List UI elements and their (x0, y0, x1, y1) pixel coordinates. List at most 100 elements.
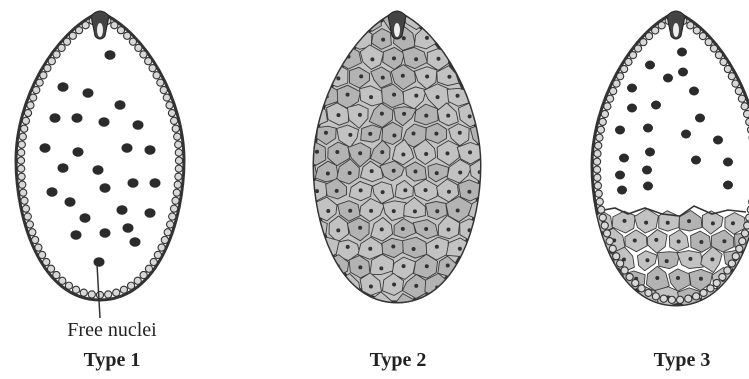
endosperm-cell (317, 10, 338, 30)
cell-nucleus (392, 93, 396, 97)
peripheral-cell (129, 38, 136, 45)
cell-nucleus (336, 38, 340, 42)
type3-label: Type 3 (654, 349, 711, 371)
free-nucleus (643, 124, 653, 133)
cell-nucleus (381, 190, 385, 194)
cell-nucleus (610, 276, 614, 280)
cell-nucleus (577, 296, 581, 300)
peripheral-cell (127, 282, 134, 289)
endosperm-cell (569, 289, 590, 307)
cell-nucleus (447, 75, 451, 79)
cell-nucleus (468, 304, 472, 308)
cell-nucleus (401, 227, 405, 231)
peripheral-cell (601, 222, 608, 229)
peripheral-cell (65, 282, 72, 289)
peripheral-cell (32, 236, 39, 243)
endosperm-cell (437, 294, 461, 316)
cell-nucleus (359, 188, 363, 192)
free-nucleus (99, 117, 110, 127)
endosperm-cell (459, 66, 480, 85)
cell-nucleus (699, 240, 703, 244)
peripheral-cell (175, 149, 182, 156)
free-nucleus (150, 178, 161, 188)
peripheral-cell (687, 22, 694, 29)
cell-nucleus (425, 36, 429, 40)
cell-nucleus (425, 75, 429, 79)
cell-nucleus (478, 285, 482, 289)
peripheral-cell (173, 189, 180, 196)
cell-nucleus (348, 171, 352, 175)
endosperm-cell (304, 218, 327, 241)
peripheral-cell (596, 198, 603, 205)
cell-nucleus (326, 171, 330, 175)
peripheral-cell (593, 158, 600, 165)
cell-nucleus (315, 266, 319, 270)
peripheral-cell (621, 267, 628, 274)
peripheral-cell (170, 205, 177, 212)
peripheral-cell (135, 44, 142, 51)
peripheral-cell (164, 229, 171, 236)
peripheral-cell (715, 52, 722, 59)
cell-nucleus (304, 207, 308, 211)
cell-nucleus (424, 302, 428, 306)
cell-nucleus (600, 257, 604, 261)
cell-nucleus (722, 239, 726, 243)
cell-nucleus (435, 209, 439, 213)
peripheral-cell (113, 289, 120, 296)
cell-nucleus (324, 131, 328, 135)
peripheral-cell (24, 109, 31, 116)
cell-nucleus (424, 227, 428, 231)
free-nucleus (678, 68, 688, 77)
peripheral-cell (719, 273, 726, 280)
cell-nucleus (380, 112, 384, 116)
peripheral-cell (26, 221, 33, 228)
cell-nucleus (436, 95, 440, 99)
peripheral-cell (88, 291, 95, 298)
cell-nucleus (392, 56, 396, 60)
peripheral-cell (43, 258, 50, 265)
free-nucleus (105, 50, 116, 60)
endosperm-cell (613, 287, 636, 308)
cell-nucleus (302, 171, 306, 175)
cell-nucleus (303, 245, 307, 249)
peripheral-cell (728, 73, 735, 80)
cell-nucleus (688, 257, 692, 261)
cell-nucleus (380, 227, 384, 231)
peripheral-cell (724, 267, 731, 274)
endosperm-cell (337, 8, 360, 29)
cell-nucleus (401, 152, 405, 156)
cell-nucleus (370, 17, 374, 21)
cell-nucleus (676, 276, 680, 280)
cell-nucleus (456, 209, 460, 213)
peripheral-cell (44, 65, 51, 72)
cell-nucleus (413, 169, 417, 173)
cell-nucleus (434, 132, 438, 136)
free-nucleus (645, 148, 655, 157)
cell-nucleus (335, 189, 339, 193)
free-nucleus (93, 165, 104, 175)
cell-nucleus (336, 113, 340, 117)
free-nucleus (689, 87, 699, 96)
cell-nucleus (401, 74, 405, 78)
endosperm-cell (459, 292, 481, 316)
peripheral-cell (175, 141, 182, 148)
endosperm-cell (568, 249, 592, 272)
type2-endosperm (292, 8, 493, 318)
endosperm-cell (471, 277, 492, 298)
free-nucleus (130, 237, 141, 247)
peripheral-cell (738, 95, 745, 102)
cell-nucleus (731, 296, 735, 300)
peripheral-cell (96, 291, 103, 298)
endosperm-cell (328, 65, 348, 87)
free-nuclei-label: Free nuclei (67, 319, 157, 341)
endosperm-cell (447, 11, 472, 31)
peripheral-cell (746, 214, 749, 221)
peripheral-cell (18, 141, 25, 148)
cell-nucleus (381, 38, 385, 42)
free-nucleus (123, 223, 134, 233)
free-nucleus (615, 171, 625, 180)
cell-nucleus (348, 284, 352, 288)
cell-nucleus (313, 38, 317, 42)
peripheral-cell (710, 45, 717, 52)
cell-nucleus (392, 209, 396, 213)
